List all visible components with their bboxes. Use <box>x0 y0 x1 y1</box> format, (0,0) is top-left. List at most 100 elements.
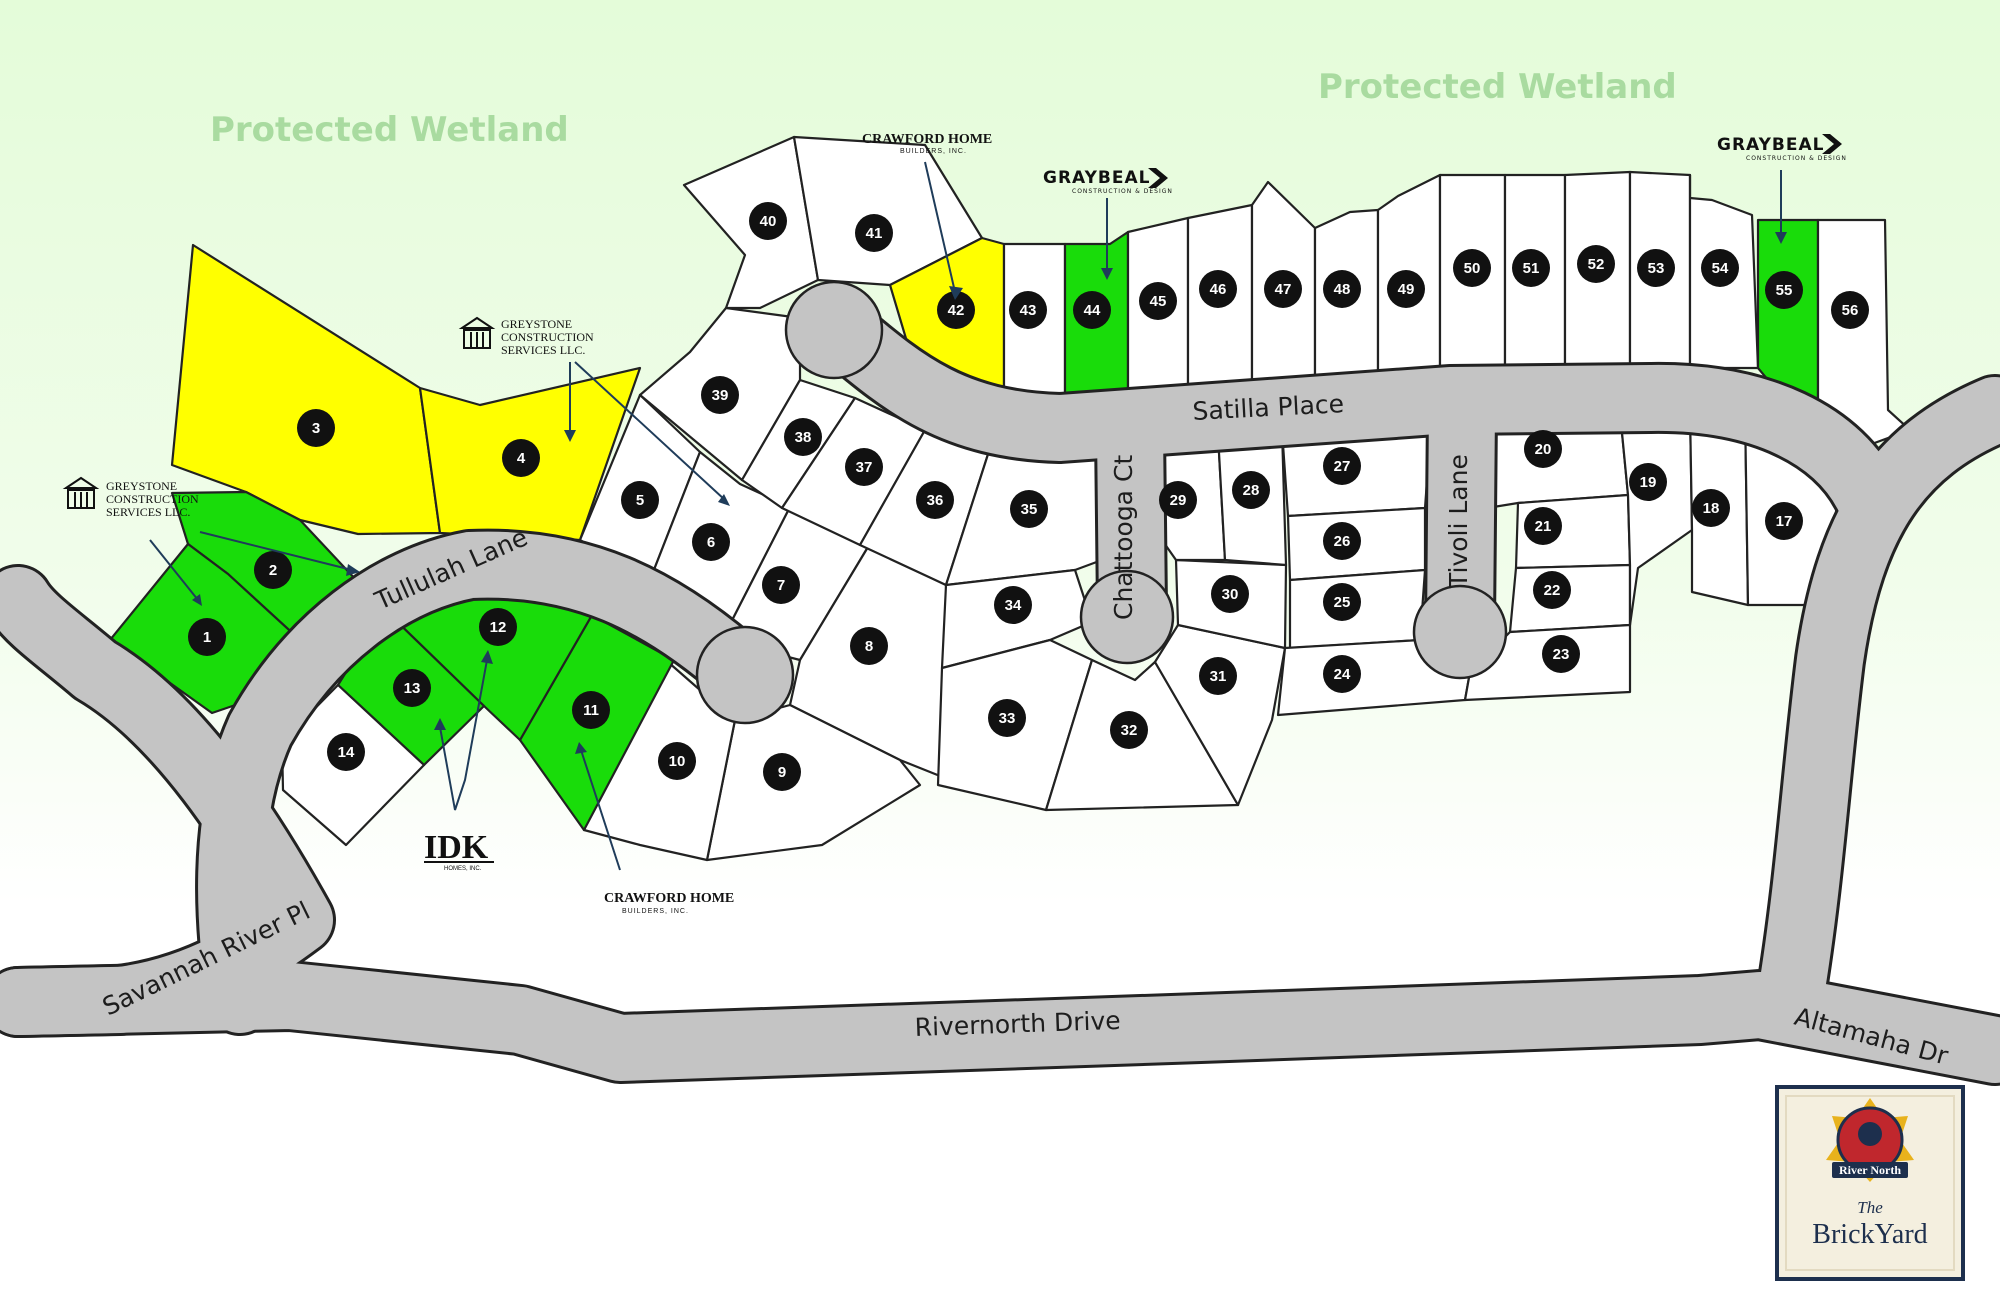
lot-badge-1 <box>188 618 226 656</box>
wetland-label-right: Protected Wetland <box>1318 67 1677 107</box>
greystone-2-line3: SERVICES LLC. <box>501 343 585 357</box>
lot-number-7: 7 <box>777 577 785 594</box>
lot-badge-51 <box>1512 249 1550 287</box>
lot-badge-50 <box>1453 249 1491 287</box>
lot-3[interactable] <box>170 243 442 536</box>
lot-badge-21 <box>1524 507 1562 545</box>
lot-badge-53 <box>1637 249 1675 287</box>
lot-badge-31 <box>1199 657 1237 695</box>
lot-number-20: 20 <box>1535 441 1552 458</box>
arrow-greystone-1-b-head <box>346 564 360 576</box>
street-label-tivoli: Tivoli Lane <box>1444 454 1473 589</box>
lot-number-35: 35 <box>1021 501 1038 518</box>
lot-number-9: 9 <box>778 764 786 781</box>
lot-number-6: 6 <box>707 534 715 551</box>
lot-number-23: 23 <box>1553 646 1570 663</box>
graybeal-2-sub: CONSTRUCTION & DESIGN <box>1746 155 1847 162</box>
arrow-graybeal-1-head <box>1101 268 1113 280</box>
lot-badge-18 <box>1692 489 1730 527</box>
lot-number-31: 31 <box>1210 668 1227 685</box>
lot-badge-2 <box>254 551 292 589</box>
lot-badge-22 <box>1533 571 1571 609</box>
lot-22[interactable] <box>1508 563 1632 634</box>
brickyard-banner-text: River North <box>1839 1163 1901 1177</box>
lot-badge-17 <box>1765 502 1803 540</box>
lot-badge-34 <box>994 586 1032 624</box>
lot-badge-40 <box>749 202 787 240</box>
greystone-2-house-icon <box>458 316 496 349</box>
lot-number-21: 21 <box>1535 518 1552 535</box>
lot-number-4: 4 <box>517 450 526 467</box>
graybeal-1-name: GRAYBEAL <box>1043 168 1150 188</box>
brickyard-logo: River North The BrickYard <box>1775 1085 1965 1281</box>
arrow-crawford-bottom-head <box>575 742 587 754</box>
lot-number-26: 26 <box>1334 533 1351 550</box>
lot-number-22: 22 <box>1544 582 1561 599</box>
arrow-graybeal-2-head <box>1775 232 1787 244</box>
arrow-greystone-1-a-head <box>192 594 202 606</box>
culdesac-north-fill <box>788 284 880 376</box>
graybeal-2-chevron-icon <box>1822 134 1842 154</box>
lot-number-56: 56 <box>1842 302 1859 319</box>
arrow-idk <box>439 659 488 811</box>
lot-badge-3 <box>297 409 335 447</box>
lot-badge-26 <box>1323 522 1361 560</box>
lot-badge-43 <box>1009 291 1047 329</box>
lot-badge-42 <box>937 291 975 329</box>
lot-number-36: 36 <box>927 492 944 509</box>
builder-logo-greystone-1: GREYSTONE CONSTRUCTION SERVICES LLC. <box>62 476 199 519</box>
lot-number-42: 42 <box>948 302 965 319</box>
arrow-idk-head-12 <box>481 650 493 664</box>
lot-badge-47 <box>1264 270 1302 308</box>
lot-number-32: 32 <box>1121 722 1138 739</box>
lot-badge-25 <box>1323 583 1361 621</box>
lot-badge-6 <box>692 523 730 561</box>
lot-badge-32 <box>1110 711 1148 749</box>
lot-badge-45 <box>1139 282 1177 320</box>
lot-badge-24 <box>1323 655 1361 693</box>
road-satilla <box>807 297 1903 533</box>
lot-badge-52 <box>1577 245 1615 283</box>
lot-badge-14 <box>327 733 365 771</box>
lot-number-18: 18 <box>1703 500 1720 517</box>
crawford-top-name: CRAWFORD HOME <box>862 132 992 147</box>
lot-number-24: 24 <box>1334 666 1351 683</box>
lot-number-44: 44 <box>1084 302 1101 319</box>
lot-31[interactable] <box>1153 623 1287 807</box>
builder-arrows <box>149 161 1787 871</box>
idk-sub: HOMES, INC. <box>444 866 482 872</box>
street-label-chattooga: Chattooga Ct <box>1109 455 1138 620</box>
lot-badge-38 <box>784 418 822 456</box>
lot-number-49: 49 <box>1398 281 1415 298</box>
road-tullulah <box>198 531 773 1033</box>
lot-number-33: 33 <box>999 710 1016 727</box>
lot-badge-39 <box>701 376 739 414</box>
builder-logo-greystone-2: GREYSTONE CONSTRUCTION SERVICES LLC. <box>458 316 594 357</box>
road-altamaha <box>1757 377 2000 1033</box>
lot-number-27: 27 <box>1334 458 1351 475</box>
culdesac-tullulah-fill <box>699 629 791 721</box>
lot-number-52: 52 <box>1588 256 1605 273</box>
lot-19[interactable] <box>1618 408 1694 627</box>
greystone-1-line3: SERVICES LLC. <box>106 505 190 519</box>
brickyard-the: The <box>1857 1198 1883 1217</box>
lot-badge-10 <box>658 742 696 780</box>
lot-number-12: 12 <box>490 619 507 636</box>
builder-logo-crawford-top: CRAWFORD HOME BUILDERS, INC. <box>862 132 992 155</box>
lot-badge-41 <box>855 214 893 252</box>
brickyard-name: BrickYard <box>1812 1219 1927 1250</box>
arrow-crawford-top <box>924 161 956 293</box>
lot-number-43: 43 <box>1020 302 1037 319</box>
lot-number-11: 11 <box>583 702 599 719</box>
graybeal-1-chevron-icon <box>1148 168 1168 188</box>
lot-badge-19 <box>1629 463 1667 501</box>
lot-badge-4 <box>502 439 540 477</box>
arrow-greystone-2-b <box>574 361 726 501</box>
lot-badge-9 <box>763 753 801 791</box>
lot-badge-12 <box>479 608 517 646</box>
arrow-greystone-1-b <box>199 531 353 571</box>
lot-number-50: 50 <box>1464 260 1481 277</box>
lot-badge-20 <box>1524 430 1562 468</box>
lot-number-34: 34 <box>1005 597 1022 614</box>
